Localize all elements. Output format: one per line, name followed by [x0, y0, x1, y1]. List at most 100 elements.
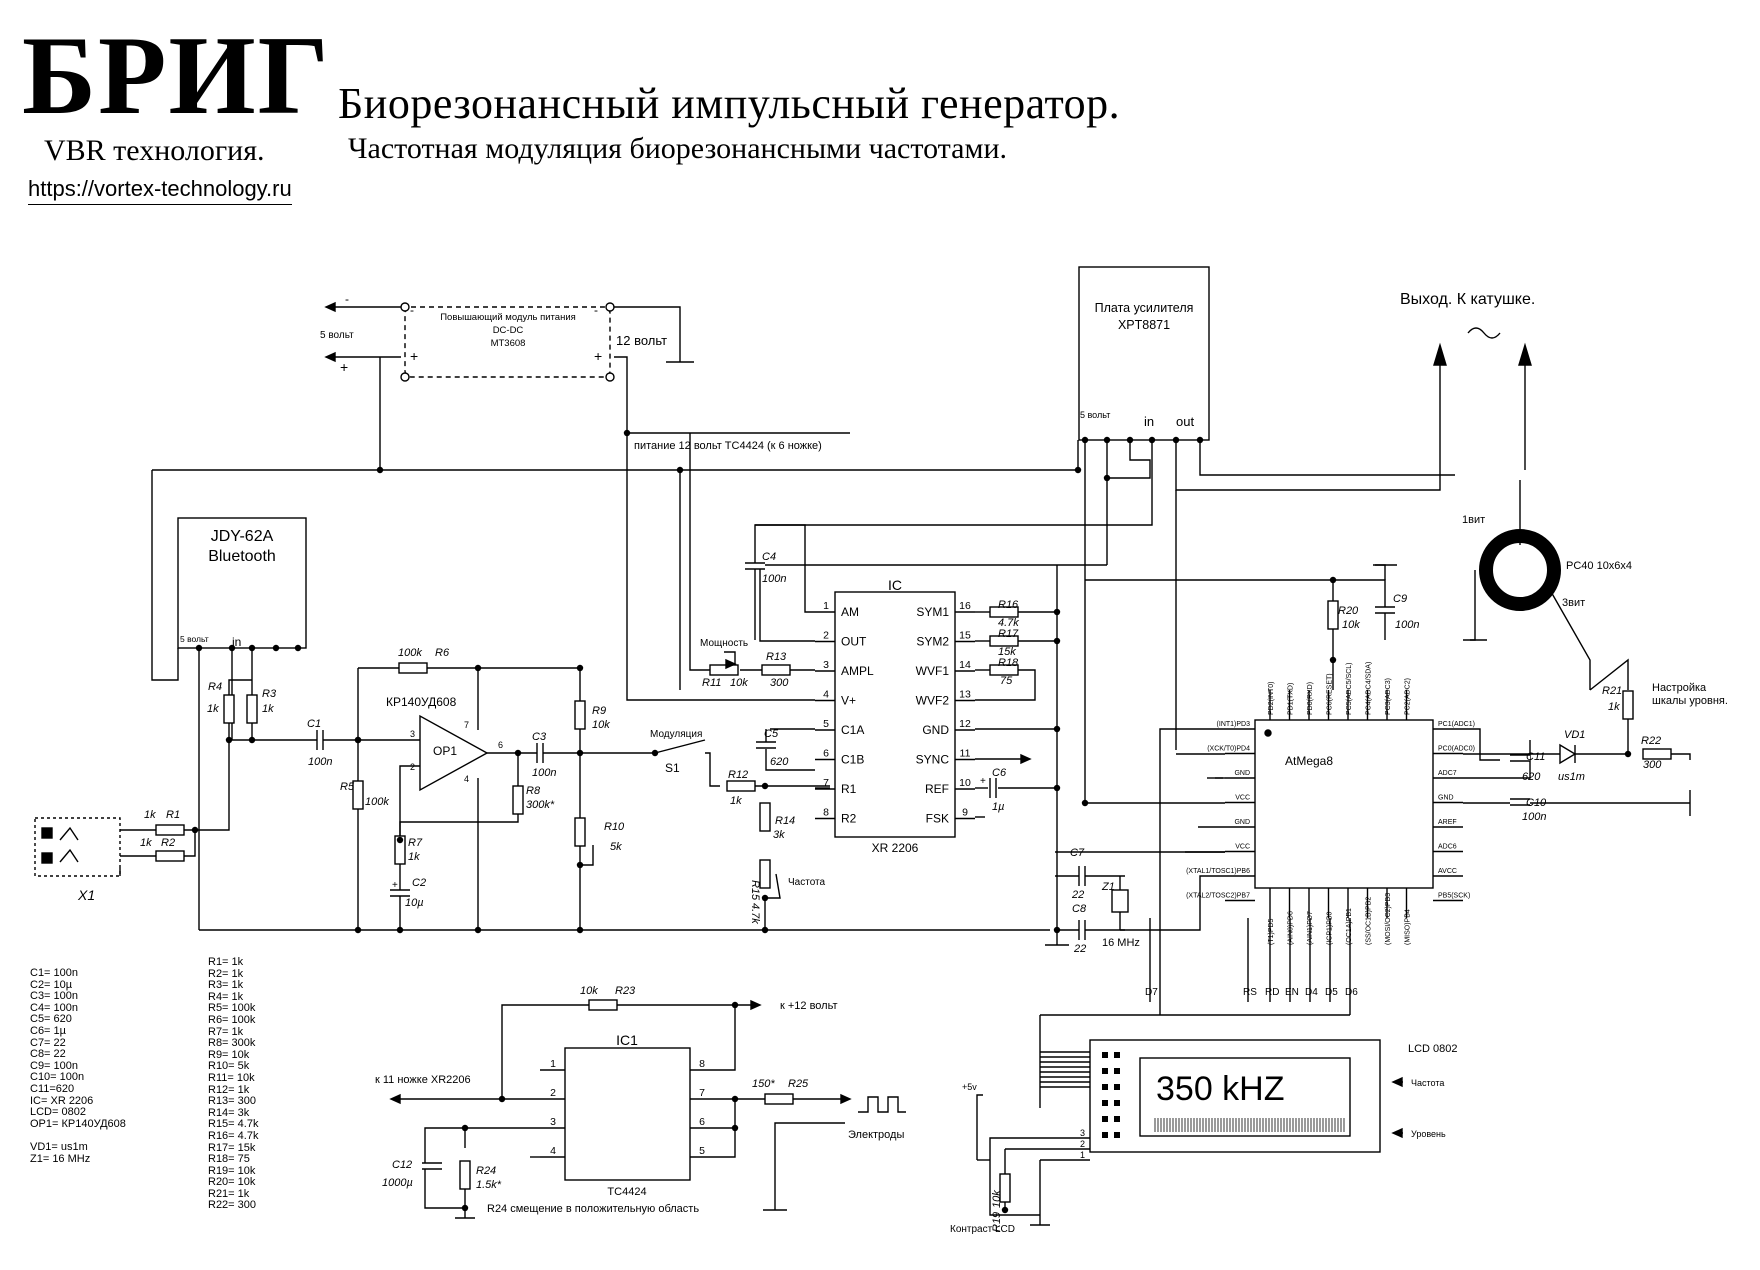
wire	[1589, 658, 1629, 691]
opamp-triangle	[419, 714, 489, 792]
junction-dot	[354, 926, 362, 934]
wire	[759, 564, 1107, 642]
mcu-right-pin: PB5(SCK)	[1438, 893, 1470, 900]
bom-capacitor-entry: C8= 22	[30, 1048, 66, 1061]
C7-value: 22	[1071, 889, 1084, 901]
R17-resistor	[989, 635, 1019, 647]
junction-dot	[761, 926, 769, 934]
R4-resistor	[223, 694, 235, 724]
C5-name: C5	[764, 728, 779, 740]
C2-gap	[390, 890, 410, 896]
bom-resistor-entry: R5= 100k	[208, 1002, 256, 1015]
switch-s1-blade	[654, 739, 706, 754]
C9-gap	[1375, 607, 1395, 613]
junction-dot	[623, 429, 631, 437]
arrow-head	[725, 658, 737, 670]
wire	[1120, 875, 1225, 931]
page-subtitle: Частотная модуляция биорезонансными част…	[348, 132, 1008, 165]
R14-name: R14	[775, 815, 795, 827]
junction-dot	[474, 926, 482, 934]
R5-value: 100k	[365, 796, 389, 808]
lcd-pin-pad	[1102, 1052, 1108, 1058]
R23-resistor	[588, 999, 618, 1011]
mcu-right-pin: AVCC	[1438, 868, 1457, 875]
pin-4: 4	[464, 774, 469, 784]
R1-name: R1	[166, 809, 180, 821]
lcd-glass	[1139, 1057, 1351, 1137]
mcu-top-pin: PD1(TXD)	[1288, 683, 1295, 715]
atmega8-chip	[1254, 719, 1434, 889]
arrow-head	[324, 351, 336, 363]
R5-resistor	[352, 780, 364, 810]
VD1-name: VD1	[1564, 729, 1585, 741]
ic-pin-number: 9	[962, 807, 968, 819]
wire	[424, 1169, 465, 1209]
mcu-right-pin: ADC6	[1438, 844, 1457, 851]
bt-name: JDY-62A	[211, 528, 274, 545]
junction-dot	[576, 861, 584, 869]
wire	[724, 651, 736, 665]
wire	[1470, 570, 1476, 641]
R4-value: 1k	[207, 703, 219, 715]
amp-in: in	[1144, 414, 1154, 429]
ic-pin-number: 2	[823, 630, 829, 642]
output-voltage-label: 12 вольт	[616, 333, 667, 348]
contrast-label: Контраст LCD	[950, 1224, 1015, 1235]
wire	[705, 752, 720, 787]
ic-pin-number: 7	[823, 777, 829, 789]
wire	[976, 1094, 983, 1160]
mcu-bottom-pin: (MOSI/OC2)PB3	[1385, 893, 1392, 945]
mcu-left-pin: VCC	[1235, 844, 1250, 851]
bom-capacitor-entry: C3= 100n	[30, 990, 79, 1003]
R24-resistor	[459, 1160, 471, 1190]
bom-capacitor-entry: C4= 100n	[30, 1001, 79, 1014]
junction-dot	[731, 1124, 739, 1132]
R7-value: 1k	[408, 851, 420, 863]
bom-capacitor-entry: Z1= 16 MHz	[30, 1152, 91, 1165]
mcu-right-pin: PC1(ADC1)	[1438, 721, 1475, 728]
freq-pot-label: Частота	[788, 877, 826, 888]
C1-value: 100n	[308, 756, 332, 768]
bom-capacitor-entry: C9= 100n	[30, 1059, 79, 1072]
mcu-bottom-pin: (MISO)PB4	[1405, 909, 1412, 945]
ic-pin-number: 16	[959, 600, 971, 612]
junction-dot	[1329, 656, 1337, 664]
arrow-head	[1391, 1076, 1403, 1088]
website-url[interactable]: https://vortex-technology.ru	[28, 176, 292, 205]
junction-dot	[1081, 799, 1089, 807]
ic1-pin-number: 2	[550, 1087, 556, 1099]
R18-value: 75	[1000, 675, 1013, 687]
level-adj-label-2: шкалы уровня.	[1652, 695, 1728, 707]
ic-pin-number: 13	[959, 689, 971, 701]
junction-dot	[1103, 436, 1111, 444]
bom-capacitor-entry: C5= 620	[30, 1013, 72, 1026]
bom-capacitor-entry: VD1= us1m	[30, 1140, 88, 1153]
bom-resistor-entry: R11= 10k	[208, 1071, 255, 1084]
junction-dot	[1001, 1206, 1009, 1214]
junction-dot	[1053, 784, 1061, 792]
jack-pin	[41, 827, 53, 839]
toroid-turn1: 1вит	[1462, 514, 1485, 526]
wire	[774, 1122, 845, 1210]
output-label: Выход. К катушке.	[1400, 291, 1535, 308]
R21-value: 1k	[1608, 701, 1620, 713]
ic-pin-number: 15	[959, 630, 971, 642]
ic1-pin-number: 3	[550, 1116, 556, 1128]
bt-in: in	[232, 635, 241, 649]
R11-value: 10k	[730, 677, 748, 689]
ic-pin-number: 5	[823, 718, 829, 730]
C7-gap	[1079, 866, 1085, 886]
junction-dot	[1103, 474, 1111, 482]
R18-resistor	[989, 664, 1019, 676]
junction-dot	[461, 1204, 469, 1212]
terminal	[400, 302, 410, 312]
plus-label: +	[340, 359, 348, 375]
mcu-right-pin: PC0(ADC0)	[1438, 746, 1475, 753]
R3-resistor	[246, 694, 258, 724]
amp-supply: 5 вольт	[1080, 410, 1110, 420]
ic-pin-number: 14	[959, 659, 971, 671]
R22-name: R22	[1641, 735, 1661, 747]
R2-resistor	[155, 850, 185, 862]
R20-resistor	[1327, 600, 1339, 630]
